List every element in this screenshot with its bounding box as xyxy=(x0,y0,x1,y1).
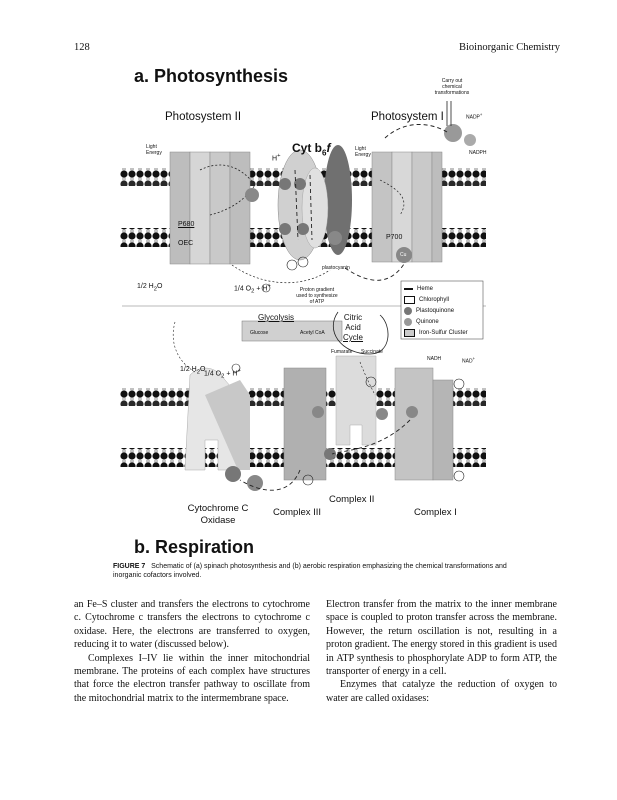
half-h2o-b: 1/2 H2O xyxy=(180,366,206,376)
running-title: Bioinorganic Chemistry xyxy=(458,42,560,53)
photosystem-ii-complex xyxy=(169,151,256,265)
nad-plus-label: NAD+ xyxy=(462,356,475,365)
nadh-label: NADH xyxy=(427,356,442,362)
succinate-label: Succinate xyxy=(361,349,383,355)
citric-acid-cycle-arrow xyxy=(332,311,389,355)
iron-sulfur-icon xyxy=(404,328,415,337)
fumarate-label: Fumarate xyxy=(331,349,353,355)
legend: Heme Chlorophyll Plastoquinone Quinone I… xyxy=(404,283,484,338)
plastocyanin-label: plastocyanin xyxy=(322,265,350,271)
paragraph: Electron transfer from the matrix to the… xyxy=(326,599,557,678)
h2o-arrow xyxy=(231,264,331,284)
heme-icon xyxy=(404,287,413,290)
photosystem-i-complex xyxy=(371,123,476,263)
chlorophyll-icon xyxy=(404,295,415,304)
paragraph: an Fe–S cluster and transfers the electr… xyxy=(74,599,310,651)
body-column-right: Electron transfer from the matrix to the… xyxy=(326,598,557,705)
complex-iii-label: Complex III xyxy=(273,507,322,518)
quarter-o2-a: 1/4 O2 + H+ xyxy=(234,283,271,295)
body-column-left: an Fe–S cluster and transfers the electr… xyxy=(74,598,310,705)
complex-ii-label: Complex II xyxy=(329,494,375,505)
nadp-plus-label: NADP+ xyxy=(466,112,483,121)
cyt-b6f-title: Cyt b6f xyxy=(292,141,331,158)
nadph-label: NADPH xyxy=(469,150,487,156)
figure-graphics xyxy=(120,101,486,491)
plastocyanin-arrow xyxy=(344,263,405,281)
complex-i-label: Complex I xyxy=(414,507,457,518)
paragraph: Enzymes that catalyze the reduction of o… xyxy=(326,679,557,704)
complex-i xyxy=(394,367,454,481)
plastoquinone-icon xyxy=(404,306,412,315)
p680-label: P680 xyxy=(178,221,195,228)
glucose-label: Glucose xyxy=(250,330,269,336)
quarter-o2-b: 1/4 O2 + H+ xyxy=(204,368,241,380)
photosystem-ii-title: Photosystem II xyxy=(165,111,242,123)
legend-item: Heme xyxy=(404,283,484,294)
glycolysis-box xyxy=(241,320,343,342)
panel-b-title: b. Respiration xyxy=(134,537,255,557)
complex-ii xyxy=(335,355,388,446)
panel-a-title: a. Photosynthesis xyxy=(134,66,289,86)
oec-label: OEC xyxy=(178,240,194,247)
page-number: 128 xyxy=(74,42,90,53)
acetyl-coa-label: Acetyl CoA xyxy=(300,330,325,336)
complex-iii xyxy=(283,367,336,481)
glycolysis-label: Glycolysis xyxy=(258,313,295,322)
legend-item: Quinone xyxy=(404,316,484,327)
cyt-b6f-complex xyxy=(245,145,352,261)
p700-label: P700 xyxy=(386,234,403,241)
legend-item: Plastoquinone xyxy=(404,305,484,316)
figure-caption: FIGURE 7 Schematic of (a) spinach photos… xyxy=(113,563,507,579)
photosystem-i-title: Photosystem I xyxy=(371,111,444,123)
cytochrome-c-oxidase-complex xyxy=(184,367,263,491)
paragraph: Complexes I–IV lie within the inner mito… xyxy=(74,652,310,704)
cu-label: Cu xyxy=(400,252,407,258)
legend-item: Chlorophyll xyxy=(404,294,484,305)
h-plus-label-a: H+ xyxy=(272,153,281,163)
legend-item: Iron-Sulfur Cluster xyxy=(404,327,484,338)
quinone-icon xyxy=(404,317,412,326)
half-h2o-a: 1/2 H2O xyxy=(137,283,163,293)
